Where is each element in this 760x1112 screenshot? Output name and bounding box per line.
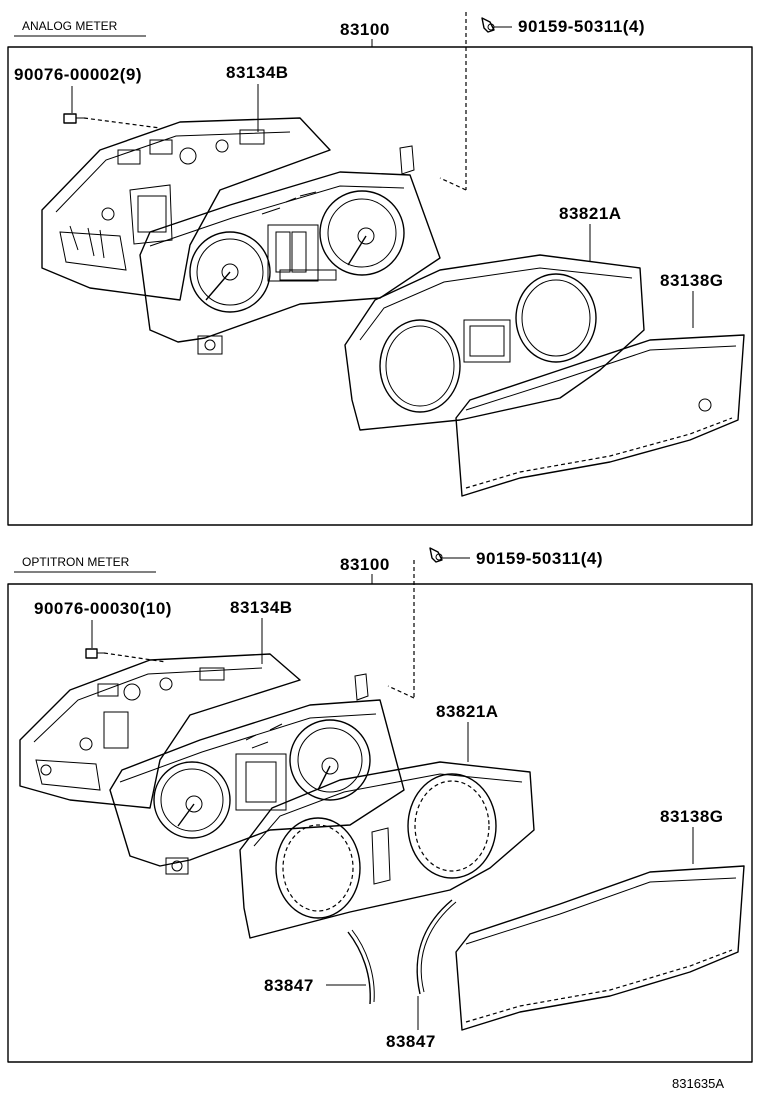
optitron-light-pipe-left-number: 83847 [264,976,314,995]
speedometer-dial-icon [319,190,405,276]
analog-screw-number: 90159-50311(4) [518,17,645,36]
optitron-assembly-number: 83100 [340,555,390,574]
analog-meter-body [139,145,441,355]
analog-meter-section: ANALOG METER 83100 90159-50311(4) 90076-… [7,12,753,526]
optitron-section-title: OPTITRON METER [22,555,130,569]
optitron-light-pipe-right-number: 83847 [386,1032,436,1051]
analog-plate-right-ring-icon [515,273,597,363]
optitron-light-pipe-left-edge [351,929,375,1003]
optitron-speedometer-dial-icon [289,719,371,801]
optitron-bolt-number: 90076-00030(10) [34,599,172,618]
analog-dial-plate [344,254,645,431]
optitron-meter-case [19,653,301,809]
optitron-screw-dashed-leader-end [387,685,415,699]
analog-plate-left-ring-icon [379,319,461,413]
optitron-glass-number: 83138G [660,807,724,826]
optitron-section-frame [7,583,753,1063]
tachometer-dial-icon [189,231,271,313]
analog-screw-dashed-leader-end [439,177,467,191]
optitron-meter-body [109,673,405,875]
optitron-screw-icon [429,547,443,563]
optitron-screw-number: 90159-50311(4) [476,549,603,568]
analog-bolt-dashed-leader [83,117,161,129]
analog-glass-number: 83138G [660,271,724,290]
analog-section-title: ANALOG METER [22,19,118,33]
analog-center-display [267,224,319,282]
analog-section-frame [7,46,753,526]
analog-plate-number: 83821A [559,204,622,223]
optitron-case-number: 83134B [230,598,293,617]
optitron-light-pipe-right-edge [420,901,457,993]
analog-case-number: 83134B [226,63,289,82]
optitron-plate-right-ring-icon [407,773,497,879]
analog-screw-icon [481,17,495,33]
optitron-bolt-dashed-leader [103,652,167,663]
optitron-meter-section: OPTITRON METER 83100 90159-50311(4) 9007… [7,547,753,1063]
optitron-dial-plate [239,761,535,939]
analog-bolt-icon [63,113,84,124]
optitron-light-pipe-right-icon [416,899,453,995]
optitron-light-pipe-left-icon [347,931,371,1005]
optitron-center-display [235,753,287,811]
figure-code: 831635A [672,1076,724,1091]
optitron-cover-glass [455,865,745,1031]
optitron-tachometer-dial-icon [153,761,231,839]
analog-bolt-number: 90076-00002(9) [14,65,142,84]
analog-meter-case [41,117,331,301]
optitron-plate-number: 83821A [436,702,499,721]
optitron-plate-left-ring-icon [275,817,361,919]
analog-assembly-number: 83100 [340,20,390,39]
analog-cover-glass [455,334,745,497]
optitron-bolt-icon [85,648,104,659]
